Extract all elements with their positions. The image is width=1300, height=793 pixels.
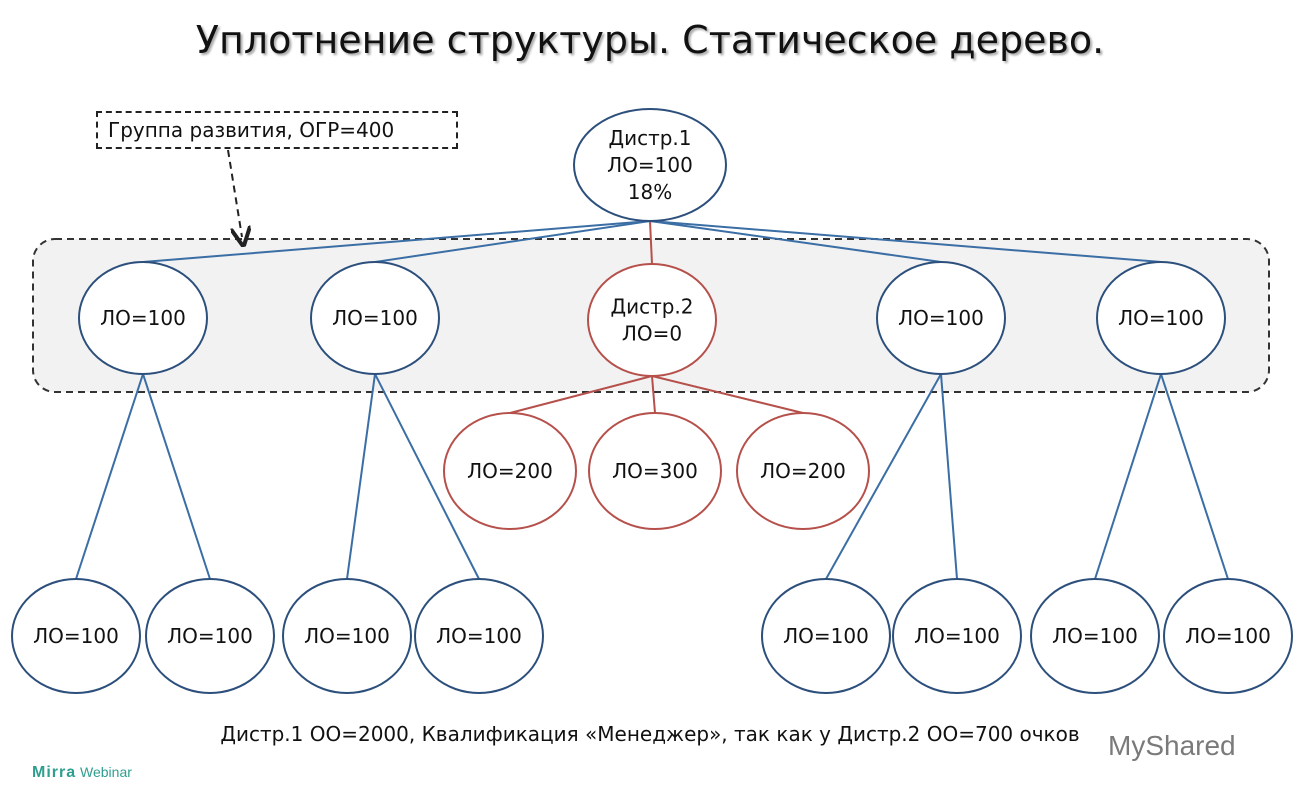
node-ellipse bbox=[876, 261, 1006, 375]
tree-node-l1e: ЛО=100 bbox=[1096, 261, 1226, 375]
edge-l1a-l3a1 bbox=[75, 373, 144, 580]
brand-name: Mirra bbox=[32, 764, 77, 781]
slide-title: Уплотнение структуры. Статическое дерево… bbox=[195, 18, 1105, 62]
tree-node-root: Дистр.1ЛО=100 18% bbox=[573, 108, 727, 222]
node-label: ЛО=100 bbox=[304, 624, 390, 648]
edge-l1c-l2c2 bbox=[651, 375, 656, 414]
edge-l1c-l2c3 bbox=[651, 375, 804, 414]
tree-node-l3e2: ЛО=100 bbox=[1163, 578, 1293, 694]
node-label: ЛО=100 bbox=[914, 624, 1000, 648]
edge-l1d-l3d2 bbox=[940, 373, 958, 580]
edge-root-l1b bbox=[374, 220, 651, 263]
edge-l1e-l3e2 bbox=[1160, 373, 1229, 580]
caption: Дистр.1 ОО=2000, Квалификация «Менеджер»… bbox=[220, 722, 1080, 746]
tree-node-l1c: Дистр.2ЛО=0 bbox=[587, 263, 717, 377]
node-label: 18% bbox=[628, 180, 672, 204]
edge-l1e-l3e1 bbox=[1094, 373, 1162, 580]
node-label: ЛО=100 bbox=[332, 306, 418, 330]
node-ellipse bbox=[310, 261, 440, 375]
tree-edges bbox=[75, 220, 1229, 580]
node-ellipse bbox=[282, 578, 412, 694]
node-ellipse bbox=[573, 108, 727, 222]
node-label: ЛО=100 bbox=[33, 624, 119, 648]
node-label: Дистр.1 bbox=[608, 126, 691, 150]
node-ellipse bbox=[761, 578, 891, 694]
tree-node-l3b2: ЛО=100 bbox=[414, 578, 544, 694]
node-label: ЛО=100 bbox=[436, 624, 522, 648]
tree-node-l3d1: ЛО=100 bbox=[761, 578, 891, 694]
edge-root-l1c bbox=[649, 220, 653, 265]
edge-l1a-l3a2 bbox=[142, 373, 211, 580]
node-label: ЛО=100 bbox=[167, 624, 253, 648]
node-ellipse bbox=[414, 578, 544, 694]
node-label: ЛО=100 bbox=[100, 306, 186, 330]
edge-root-l1d bbox=[649, 220, 942, 263]
node-ellipse bbox=[587, 263, 717, 377]
node-ellipse bbox=[443, 412, 577, 530]
edge-root-l1e bbox=[649, 220, 1162, 263]
edge-l1b-l3b1 bbox=[346, 373, 376, 580]
node-label: ЛО=100 bbox=[783, 624, 869, 648]
node-label: ЛО=100 bbox=[1118, 306, 1204, 330]
group-pointer-arrow bbox=[227, 149, 242, 237]
node-label: ЛО=100 bbox=[1185, 624, 1271, 648]
node-ellipse bbox=[78, 261, 208, 375]
node-ellipse bbox=[892, 578, 1022, 694]
tree-node-l3a1: ЛО=100 bbox=[11, 578, 141, 694]
tree-node-l3b1: ЛО=100 bbox=[282, 578, 412, 694]
node-label: ЛО=100 bbox=[898, 306, 984, 330]
tree-node-l3d2: ЛО=100 bbox=[892, 578, 1022, 694]
tree-node-l1d: ЛО=100 bbox=[876, 261, 1006, 375]
node-ellipse bbox=[588, 412, 722, 530]
tree-node-l3a2: ЛО=100 bbox=[145, 578, 275, 694]
edge-l1c-l2c1 bbox=[509, 375, 653, 414]
node-ellipse bbox=[1030, 578, 1160, 694]
brand-logo-left: Mirra Webinar bbox=[32, 764, 132, 782]
node-label: ЛО=0 bbox=[622, 322, 682, 346]
node-ellipse bbox=[1096, 261, 1226, 375]
brand-suffix: Webinar bbox=[80, 764, 132, 780]
group-label: Группа развития, ОГР=400 bbox=[96, 111, 458, 149]
edge-l1b-l3b2 bbox=[374, 373, 480, 580]
node-label: Дистр.2 bbox=[610, 295, 693, 319]
node-ellipse bbox=[11, 578, 141, 694]
node-label: ЛО=300 bbox=[612, 459, 698, 483]
brand-logo-right: MyShared bbox=[1108, 730, 1236, 761]
tree-node-l2c2: ЛО=300 bbox=[588, 412, 722, 530]
node-ellipse bbox=[1163, 578, 1293, 694]
node-label: ЛО=100 bbox=[1052, 624, 1138, 648]
tree-node-l3e1: ЛО=100 bbox=[1030, 578, 1160, 694]
tree-node-l2c3: ЛО=200 bbox=[736, 412, 870, 530]
tree-node-l2c1: ЛО=200 bbox=[443, 412, 577, 530]
node-label: ЛО=100 bbox=[607, 153, 693, 177]
edge-l1d-l3d1 bbox=[825, 373, 942, 580]
node-label: ЛО=200 bbox=[467, 459, 553, 483]
tree-node-l1a: ЛО=100 bbox=[78, 261, 208, 375]
node-ellipse bbox=[736, 412, 870, 530]
edge-root-l1a bbox=[142, 220, 651, 263]
node-label: ЛО=200 bbox=[760, 459, 846, 483]
tree-node-l1b: ЛО=100 bbox=[310, 261, 440, 375]
node-ellipse bbox=[145, 578, 275, 694]
